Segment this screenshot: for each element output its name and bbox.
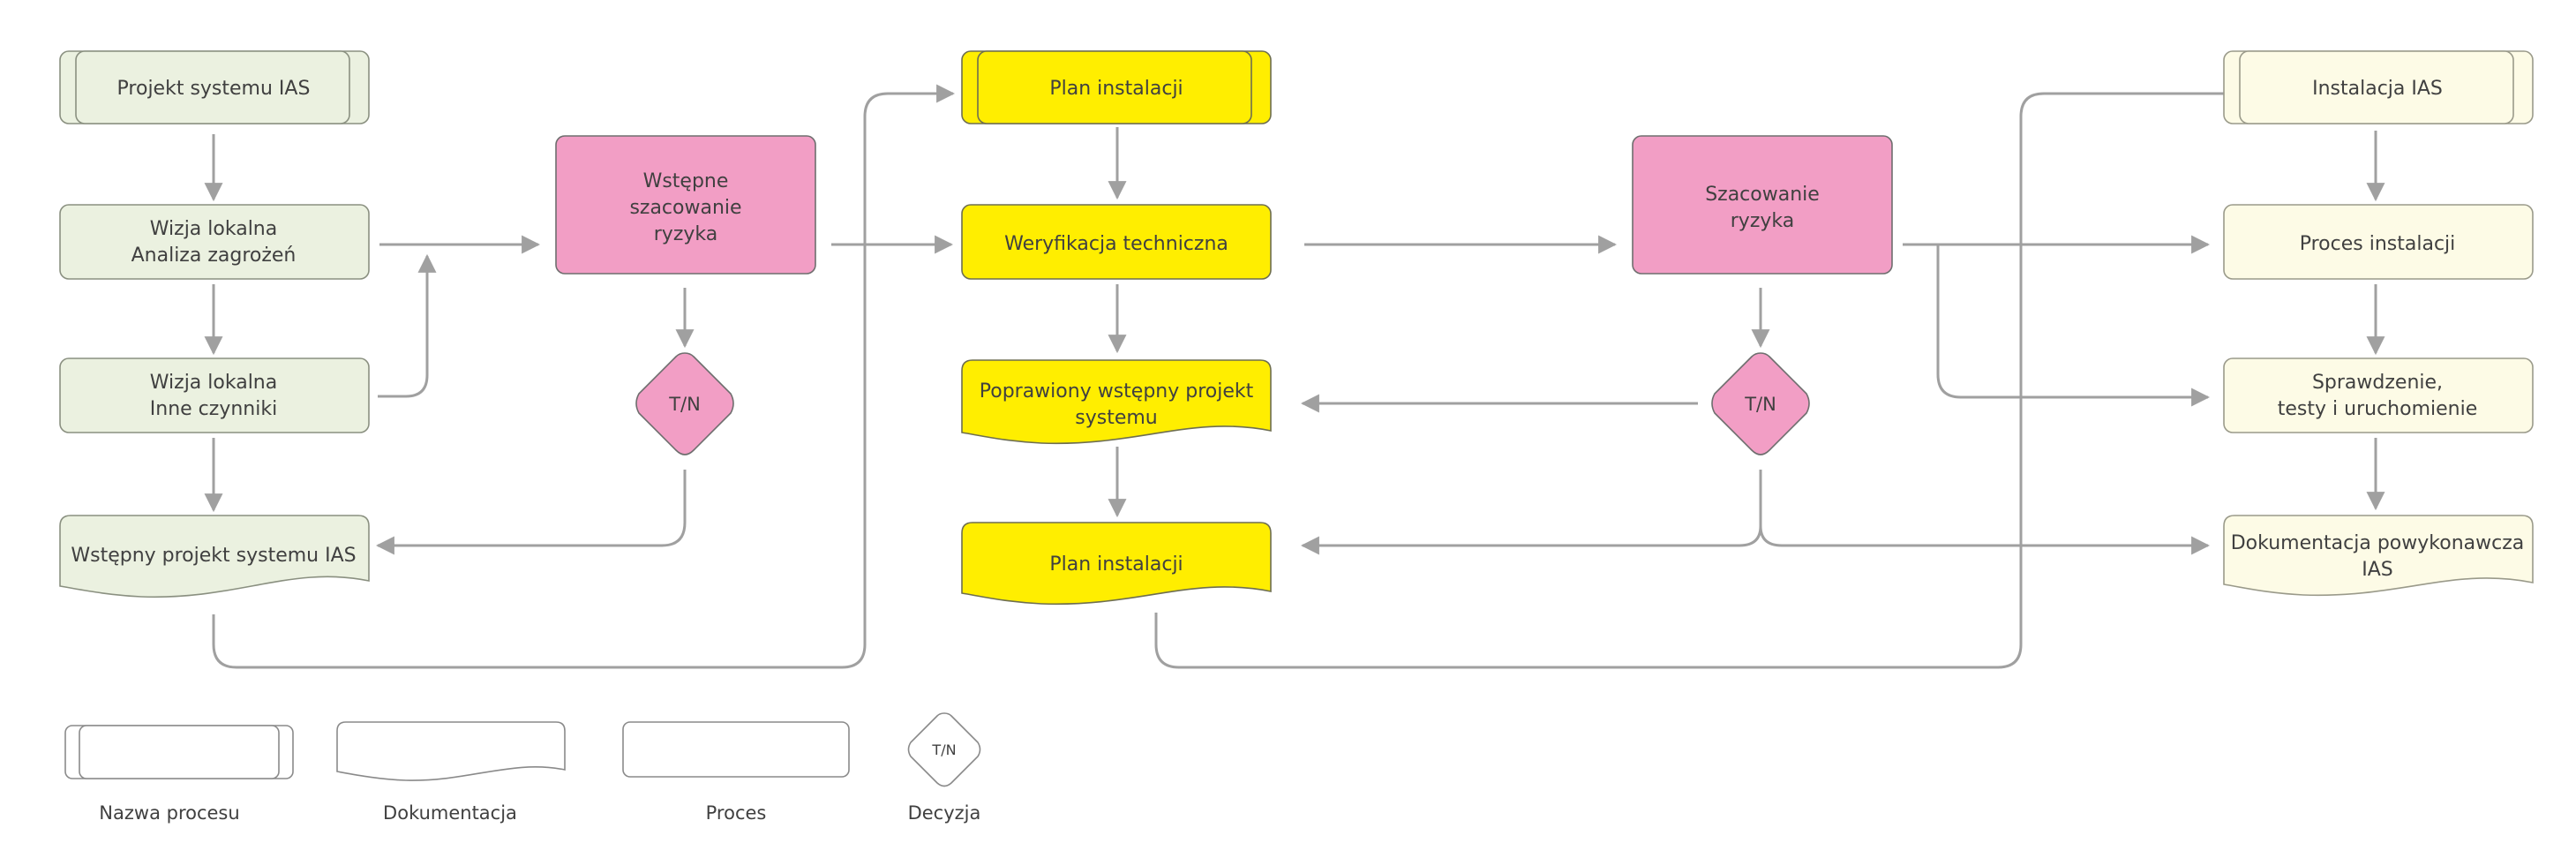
node-wstepne-szacowanie: Wstępne szacowanie ryzyka bbox=[555, 135, 816, 275]
arrow-szacowanie2-to-sprawdzenie bbox=[1936, 245, 2211, 407]
node-plan-instalacji: Plan instalacji bbox=[961, 50, 1272, 124]
legend-dokumentacja: Dokumentacja bbox=[336, 721, 566, 824]
node-label: Wizja lokalna bbox=[150, 372, 277, 394]
node-weryfikacja-techniczna: Weryfikacja techniczna bbox=[961, 204, 1272, 280]
arrow-wizja2-merge bbox=[378, 253, 437, 398]
arrow-decision2-to-plandoc bbox=[1300, 470, 1762, 555]
node-label: szacowanie bbox=[629, 197, 741, 219]
decision-label: T/N bbox=[1744, 394, 1776, 415]
legend: Nazwa procesu Dokumentacja Proces T/N De… bbox=[64, 712, 981, 824]
node-label: Proces instalacji bbox=[2300, 233, 2456, 255]
node-label: Analiza zagrożeń bbox=[131, 245, 297, 267]
decision-label: T/N bbox=[668, 394, 701, 415]
node-projekt-systemu: Projekt systemu IAS bbox=[59, 50, 370, 124]
arrow-plandoc-to-instalacja bbox=[1154, 84, 2244, 669]
legend-decyzja: T/N Decyzja bbox=[908, 712, 981, 824]
node-label: Instalacja IAS bbox=[2312, 78, 2443, 100]
node-szacowanie-ryzyka: Szacowanie ryzyka bbox=[1632, 135, 1893, 275]
node-label: Projekt systemu IAS bbox=[117, 78, 311, 100]
arrow-decision2-to-dokumentacja bbox=[1759, 525, 2211, 555]
node-plan-instalacji-doc: Plan instalacji bbox=[961, 522, 1272, 606]
node-poprawiony-projekt: Poprawiony wstępny projekt systemu bbox=[961, 359, 1272, 445]
legend-label: Dokumentacja bbox=[383, 802, 517, 824]
arrow-wstepny-to-plan bbox=[212, 84, 956, 669]
decision-1: T/N bbox=[635, 352, 734, 455]
node-label: Wstępne bbox=[643, 170, 729, 192]
node-label: ryzyka bbox=[654, 223, 717, 245]
node-label: ryzyka bbox=[1731, 210, 1794, 232]
node-label: systemu bbox=[1075, 407, 1157, 429]
decision-2: T/N bbox=[1711, 352, 1810, 455]
node-dokumentacja-powykonawcza: Dokumentacja powykonawcza IAS bbox=[2223, 515, 2534, 597]
node-label: Szacowanie bbox=[1705, 184, 1820, 206]
legend-proces: Proces bbox=[622, 721, 850, 824]
node-proces-instalacji: Proces instalacji bbox=[2223, 204, 2534, 280]
node-instalacja-ias: Instalacja IAS bbox=[2223, 50, 2534, 124]
node-wizja-lokalna-inne: Wizja lokalna Inne czynniki bbox=[59, 358, 370, 433]
node-wizja-lokalna-analiza: Wizja lokalna Analiza zagrożeń bbox=[59, 204, 370, 280]
node-label: Plan instalacji bbox=[1049, 78, 1183, 100]
legend-decision-symbol: T/N bbox=[931, 741, 956, 758]
node-label: Dokumentacja powykonawcza bbox=[2231, 532, 2525, 554]
node-label: Plan instalacji bbox=[1049, 553, 1183, 576]
node-label: Wstępny projekt systemu IAS bbox=[71, 545, 356, 567]
legend-nazwa-procesu: Nazwa procesu bbox=[64, 725, 294, 824]
arrow-decision1-to-wstepny bbox=[375, 470, 687, 555]
node-label: IAS bbox=[2362, 559, 2393, 581]
legend-label: Decyzja bbox=[908, 802, 981, 824]
node-wstepny-projekt: Wstępny projekt systemu IAS bbox=[59, 515, 370, 598]
node-label: Inne czynniki bbox=[150, 398, 277, 420]
node-label: testy i uruchomienie bbox=[2278, 398, 2477, 420]
node-label: Sprawdzenie, bbox=[2312, 372, 2443, 394]
legend-label: Proces bbox=[706, 802, 767, 824]
connectors bbox=[204, 84, 2385, 669]
node-label: Poprawiony wstępny projekt bbox=[980, 380, 1254, 403]
legend-label: Nazwa procesu bbox=[99, 802, 239, 824]
node-label: Wizja lokalna bbox=[150, 218, 277, 240]
node-sprawdzenie: Sprawdzenie, testy i uruchomienie bbox=[2223, 358, 2534, 433]
node-label: Weryfikacja techniczna bbox=[1004, 233, 1228, 255]
